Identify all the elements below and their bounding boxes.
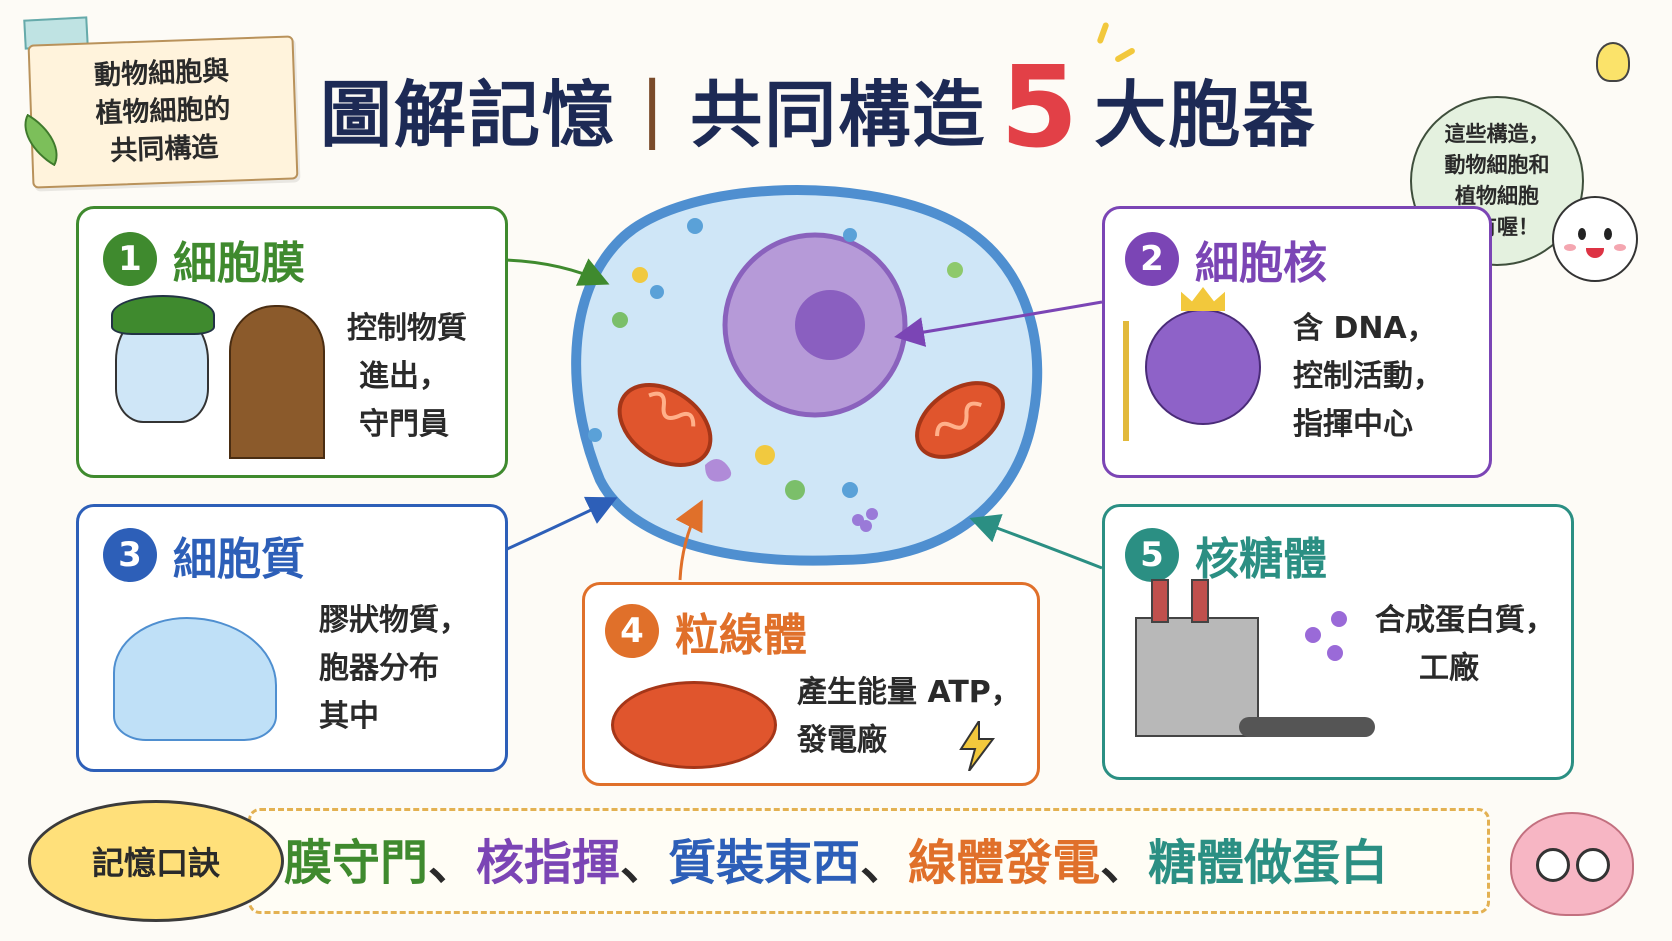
king-nucleus-icon xyxy=(1145,287,1261,425)
desc-line: 進出， xyxy=(359,359,449,394)
number-badge: 4 xyxy=(605,604,659,658)
arrow-mitochondria xyxy=(675,499,703,581)
ribosome-title: 5 核糖體 xyxy=(1125,523,1327,587)
lightning-icon xyxy=(959,721,995,771)
desc-line: 指揮中心 xyxy=(1293,407,1413,442)
arrow-nucleus xyxy=(894,300,1103,347)
title-left: 圖解記憶 xyxy=(320,72,617,157)
protein-dot xyxy=(1327,645,1343,661)
number-badge: 1 xyxy=(103,232,157,286)
bubble-line: 動物細胞和 xyxy=(1444,153,1550,177)
desc-line: 守門員 xyxy=(359,407,449,442)
title-right: 大胞器 xyxy=(1094,72,1317,157)
mascot-icon xyxy=(1552,196,1638,282)
mnemonic-part: 、 xyxy=(860,835,909,891)
page-title: 圖解記憶 | 共同構造 5 大胞器 xyxy=(320,43,1317,173)
membrane-desc: 控制物質 進出， 守門員 xyxy=(347,305,467,449)
desc-line: 產生能量 ATP， xyxy=(797,675,1021,710)
lightbulb-icon xyxy=(1596,42,1630,82)
mnemonic-label: 記憶口訣 xyxy=(28,800,284,922)
mnemonic-part: 質裝東西 xyxy=(668,835,861,891)
desc-line: 其中 xyxy=(319,699,379,734)
title-mid: 共同構造 xyxy=(690,72,987,157)
nucleus-desc: 含 DNA， 控制活動， 指揮中心 xyxy=(1293,305,1443,449)
desc-line: 膠狀物質， xyxy=(319,603,469,638)
mitochondrion-right-shape xyxy=(915,381,1005,459)
guard-icon xyxy=(111,295,215,423)
mitochondrion-left-shape xyxy=(617,383,713,467)
vesicle-blob xyxy=(705,459,732,482)
membrane-title: 1 細胞膜 xyxy=(103,227,305,291)
mnemonic-part: 、 xyxy=(1100,835,1149,891)
title-separator: | xyxy=(640,66,667,150)
cytoplasm-name: 細胞質 xyxy=(173,534,305,585)
vesicle-dot xyxy=(632,267,648,283)
mitochondrion-icon xyxy=(611,681,777,769)
protein-dot xyxy=(1331,611,1347,627)
desc-line: 工廠 xyxy=(1419,651,1479,686)
mnemonic-text: 膜守門 、 核指揮 、 質裝東西 、 線體發電 、 糖體做蛋白 xyxy=(284,826,1389,891)
number-badge: 2 xyxy=(1125,232,1179,286)
vesicle-dot xyxy=(755,445,775,465)
vesicle-dot xyxy=(612,312,628,328)
mitochondria-title: 4 粒線體 xyxy=(605,599,807,663)
bubble-line: 這些構造， xyxy=(1444,122,1550,146)
scepter-icon xyxy=(1123,321,1129,441)
brain-mascot-icon xyxy=(1510,812,1634,916)
ribosome-dot xyxy=(860,520,872,532)
vesicle-dot xyxy=(842,482,858,498)
mitochondria-desc: 產生能量 ATP， 發電廠 xyxy=(797,669,1021,765)
factory-icon xyxy=(1135,579,1259,737)
mnemonic-part: 線體發電 xyxy=(908,835,1101,891)
ribosome-card: 5 核糖體 合成蛋白質， 工廠 xyxy=(1102,504,1574,780)
arrow-membrane xyxy=(504,258,610,286)
mnemonic-part: 核指揮 xyxy=(476,835,621,891)
arrow-ribosome xyxy=(969,514,1103,570)
cell-diagram xyxy=(571,185,1043,566)
desc-line: 發電廠 xyxy=(797,723,887,758)
jelly-icon xyxy=(113,617,277,741)
desc-line: 胞器分布 xyxy=(319,651,439,686)
membrane-card: 1 細胞膜 控制物質 進出， 守門員 xyxy=(76,206,508,478)
cytoplasm-desc: 膠狀物質， 胞器分布 其中 xyxy=(319,597,469,741)
mnemonic-part: 、 xyxy=(428,835,477,891)
mitochondria-name: 粒線體 xyxy=(675,610,807,661)
vesicle-dot xyxy=(843,228,857,242)
nucleolus-shape xyxy=(795,290,865,360)
arrow-cytoplasm xyxy=(504,496,618,552)
desc-line: 合成蛋白質， xyxy=(1375,603,1555,638)
number-badge: 5 xyxy=(1125,528,1179,582)
vesicle-dot xyxy=(588,428,602,442)
mnemonic-part: 膜守門 xyxy=(284,835,429,891)
protein-dot xyxy=(1305,627,1321,643)
conveyor-icon xyxy=(1239,717,1375,737)
vesicle-dot xyxy=(785,480,805,500)
mnemonic-box xyxy=(248,808,1490,914)
nucleus-title: 2 細胞核 xyxy=(1125,227,1327,291)
number-badge: 3 xyxy=(103,528,157,582)
desc-line: 控制物質 xyxy=(347,311,467,346)
ribosome-dot xyxy=(866,508,878,520)
membrane-name: 細胞膜 xyxy=(173,238,305,289)
nucleus-card: 2 細胞核 含 DNA， 控制活動， 指揮中心 xyxy=(1102,206,1492,478)
nucleus-name: 細胞核 xyxy=(1195,238,1327,289)
door-icon xyxy=(229,305,325,459)
cytoplasm-card: 3 細胞質 膠狀物質， 胞器分布 其中 xyxy=(76,504,508,772)
title-number: 5 xyxy=(1000,43,1081,173)
vesicle-dot xyxy=(947,262,963,278)
ribosome-name: 核糖體 xyxy=(1195,534,1327,585)
desc-line: 含 DNA， xyxy=(1293,311,1437,346)
vesicle-dot xyxy=(687,218,703,234)
desc-line: 控制活動， xyxy=(1293,359,1443,394)
cytoplasm-title: 3 細胞質 xyxy=(103,523,305,587)
ribosome-desc: 合成蛋白質， 工廠 xyxy=(1375,597,1555,693)
mnemonic-part: 、 xyxy=(620,835,669,891)
vesicle-dot xyxy=(650,285,664,299)
mitochondria-card: 4 粒線體 產生能量 ATP， 發電廠 xyxy=(582,582,1040,786)
bubble-line: 植物細胞 xyxy=(1455,184,1539,208)
mnemonic-part: 糖體做蛋白 xyxy=(1148,835,1389,891)
